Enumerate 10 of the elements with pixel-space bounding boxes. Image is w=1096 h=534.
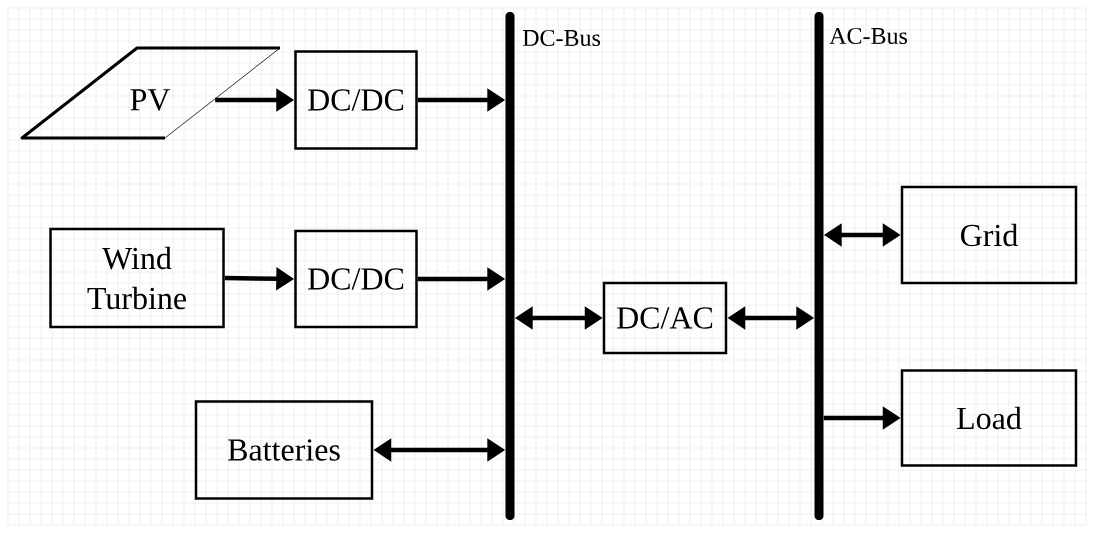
process-box: DC/AC [602,281,728,355]
process-box: Grid [900,185,1078,285]
pv-panel: PV [20,46,281,140]
process-box: Batteries [194,400,374,500]
bus-label: AC-Bus [829,27,907,45]
bus-label: DC-Bus [522,29,600,47]
process-box: Load [900,369,1078,467]
process-box: DC/DC [294,229,418,329]
process-box: DC/DC [294,50,418,150]
process-box: Wind Turbine [49,227,225,329]
